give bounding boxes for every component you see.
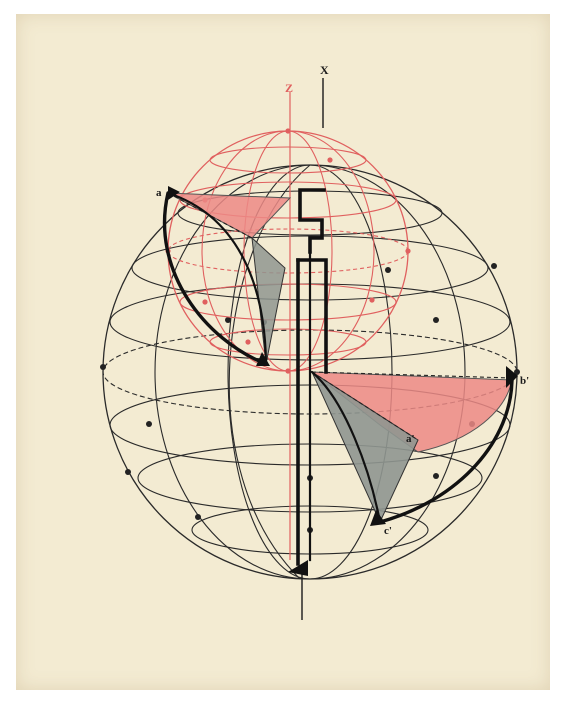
point-b-prime-label: b' bbox=[520, 375, 529, 387]
small-latitude-1 bbox=[210, 147, 366, 173]
x-axis-label: X bbox=[320, 63, 329, 77]
heavy-arcs bbox=[165, 193, 512, 522]
small-latitude-5 bbox=[210, 329, 366, 355]
point-c-prime-label: c' bbox=[384, 525, 392, 537]
small-latitude-4 bbox=[180, 284, 396, 320]
point-a-label: a bbox=[156, 187, 162, 199]
z-axis-label: Z bbox=[285, 81, 293, 95]
point-a-prime-label: a' bbox=[406, 433, 415, 445]
figure-head bbox=[300, 190, 324, 252]
gray-triangle-upper bbox=[252, 238, 285, 364]
axes bbox=[290, 78, 323, 620]
